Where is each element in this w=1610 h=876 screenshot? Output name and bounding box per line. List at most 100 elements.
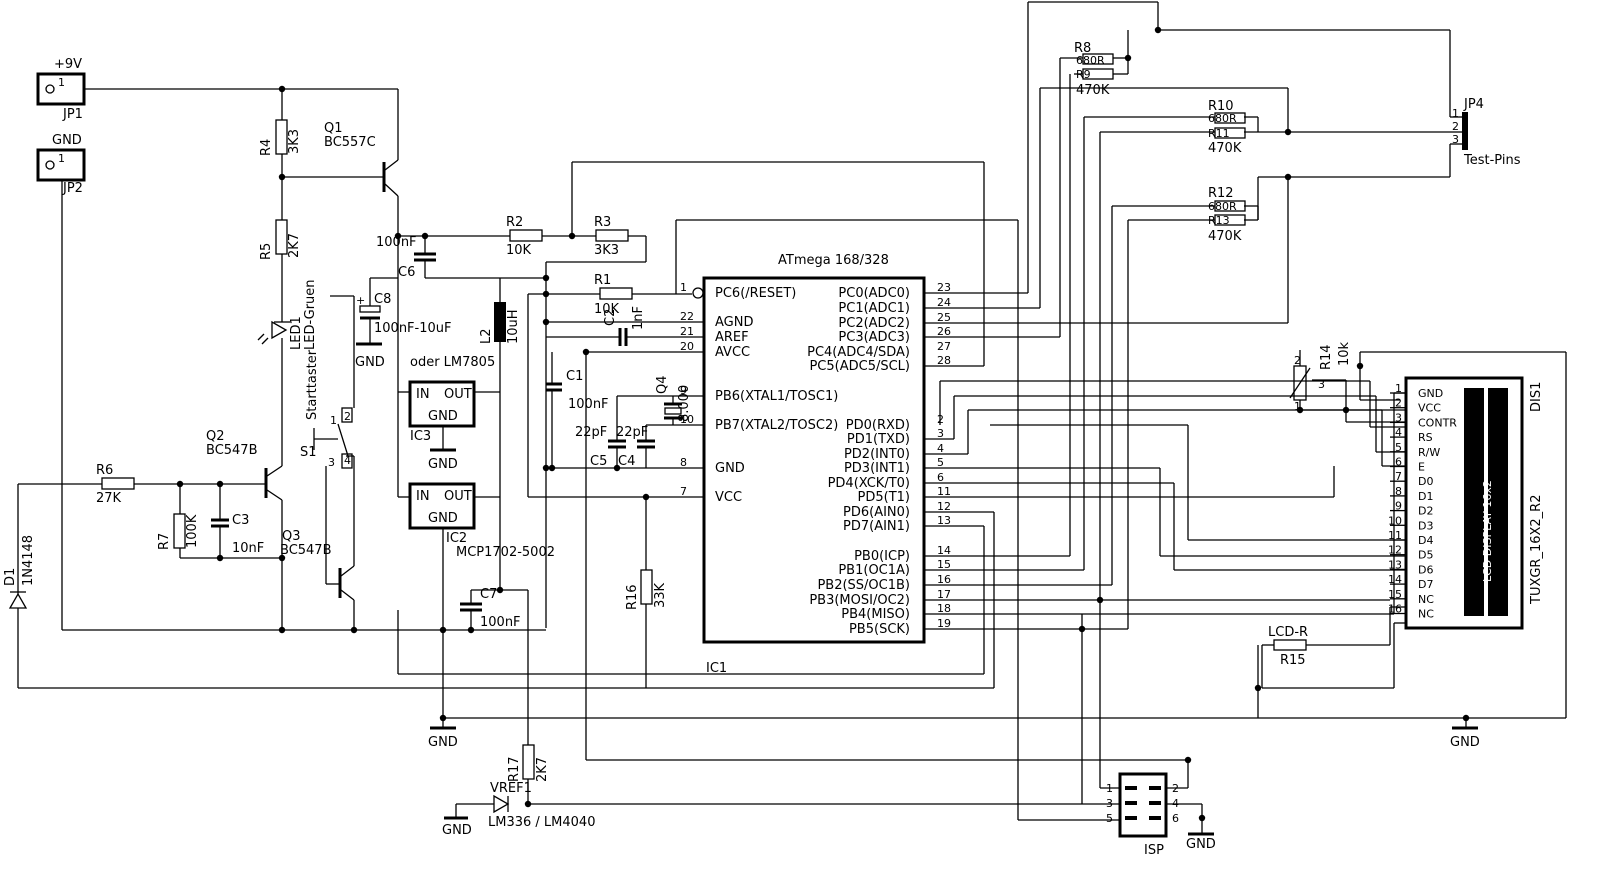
lcd-pin-name: D5	[1418, 549, 1433, 562]
mcu-ref: IC1	[706, 661, 727, 676]
svg-text:1: 1	[1294, 400, 1301, 413]
junction-dot	[350, 626, 358, 634]
junction-dot	[613, 464, 621, 472]
mcu-right-pin-number: 11	[937, 485, 951, 498]
vref1-value: LM336 / LM4040	[488, 815, 595, 830]
c5-value: 22pF	[575, 425, 607, 440]
r2-value: 10K	[506, 243, 532, 258]
mcu-ic1: ATmega 168/328 IC1 PC6(/RESET)1AGND22ARE…	[680, 253, 951, 676]
jp2-pin: 1	[58, 152, 65, 165]
s1-pin2: 2	[344, 410, 351, 423]
c7-value: 100nF	[480, 615, 521, 630]
mcu-right-pin-name: PC4(ADC4/SDA)	[807, 345, 910, 360]
lcd-pin-number: 11	[1388, 529, 1402, 542]
mcu-right-pin-name: PC3(ADC3)	[838, 330, 910, 345]
mcu-right-pin-number: 6	[937, 471, 944, 484]
junction-dot	[524, 800, 532, 808]
d1-value: 1N4148	[21, 535, 36, 586]
resistor-r16: R16 33K	[625, 569, 668, 610]
r11-ref: R11	[1208, 127, 1230, 140]
mcu-right-pin-name: PD0(RXD)	[846, 418, 910, 433]
r8-value: 680R	[1076, 54, 1105, 67]
r15-ref: R15	[1280, 653, 1306, 668]
regulator-ic2: IN OUT GND IC2 MCP1702-5002	[408, 482, 555, 560]
s1-pin1: 1	[330, 414, 337, 427]
c4-value: 22pF	[616, 425, 648, 440]
jp4-pin2: 2	[1452, 120, 1459, 133]
r7-value: 100K	[185, 514, 200, 548]
mcu-right-pin-number: 5	[937, 456, 944, 469]
jp1-pin: 1	[58, 76, 65, 89]
capacitor-c4: 22pF C4	[616, 425, 655, 469]
mcu-right-pin-number: 25	[937, 311, 951, 324]
lcd-pin-name: D2	[1418, 505, 1433, 518]
r17-ref: R17	[507, 756, 522, 782]
junction-dot	[439, 714, 447, 722]
connector-isp: 1 2 3 4 5 6 ISP	[1106, 772, 1179, 858]
junction-dot	[1124, 54, 1132, 62]
mcu-right-pin-number: 14	[937, 544, 951, 557]
mcu-right-pin-name: PC0(ADC0)	[838, 286, 910, 301]
lcd-pin-number: 8	[1395, 485, 1402, 498]
jp2-label: GND	[52, 133, 82, 148]
vref-vref1: VREF1 LM336 / LM4040	[488, 781, 595, 830]
ground-symbol-3: GND	[428, 726, 458, 750]
q4-ref: Q4	[655, 375, 670, 394]
junction-dot	[216, 554, 224, 562]
mcu-right-pin-number: 4	[937, 442, 944, 455]
junction-dot	[1198, 814, 1206, 822]
ic3-in: IN	[416, 387, 430, 402]
r13-ref: R13	[1208, 214, 1230, 227]
c3-value: 10nF	[232, 541, 264, 556]
mcu-title: ATmega 168/328	[778, 253, 889, 268]
connector-jp1: +9V 1 JP1	[36, 57, 86, 122]
isp-pin6: 6	[1172, 812, 1179, 825]
r12-value: 680R	[1208, 200, 1237, 213]
mcu-right-pin-number: 19	[937, 617, 951, 630]
transistor-q2: Q2 BC547B	[206, 429, 283, 501]
gnd-label-3: GND	[428, 735, 458, 750]
mcu-right-pin-number: 24	[937, 296, 951, 309]
lcd-pin-number: 10	[1388, 514, 1402, 527]
mcu-right-pin-name: PB5(SCK)	[849, 622, 910, 637]
ground-symbol-4: GND	[442, 816, 472, 838]
mcu-right-pin-name: PD4(XCK/T0)	[828, 476, 910, 491]
junction-dot	[1096, 596, 1104, 604]
r10-ref: R10	[1208, 99, 1234, 114]
mcu-left-pin-name: AVCC	[715, 345, 750, 360]
junction-dot	[1356, 362, 1364, 370]
lcd-pin-number: 15	[1388, 588, 1402, 601]
lcd-pin-number: 3	[1395, 411, 1402, 424]
ic2-out: OUT	[444, 489, 472, 504]
mcu-right-pin-name: PD1(TXD)	[847, 432, 910, 447]
mcu-left-pin-number: 1	[680, 281, 687, 294]
d1-ref: D1	[3, 568, 18, 586]
mcu-left-pin-name: PC6(/RESET)	[715, 286, 796, 301]
lcd-pin-name: VCC	[1418, 402, 1441, 415]
mcu-right-pin-number: 23	[937, 281, 951, 294]
isp-pin4: 4	[1172, 797, 1179, 810]
mcu-right-pin-name: PD6(AIN0)	[843, 505, 910, 520]
jp2-ref: JP2	[62, 181, 83, 196]
lcd-pin-name: E	[1418, 461, 1425, 474]
mcu-right-pin-name: PD2(INT0)	[844, 447, 910, 462]
s1-pin4: 4	[344, 454, 351, 467]
lcd-pin-number: 1	[1395, 382, 1402, 395]
mcu-right-pin-name: PB4(MISO)	[841, 607, 910, 622]
mcu-right-pin-name: PC5(ADC5/SCL)	[809, 359, 910, 374]
c1-value: 100nF	[568, 397, 609, 412]
resistor-r17: R17 2K7	[507, 744, 550, 782]
mcu-left-pin-number: 22	[680, 310, 694, 323]
mcu-pins: PC6(/RESET)1AGND22AREF21AVCC20PB6(XTAL1/…	[680, 281, 951, 637]
mcu-left-pin-number: 8	[680, 456, 687, 469]
mcu-right-pin-number: 27	[937, 340, 951, 353]
r6-ref: R6	[96, 463, 113, 478]
jp4-label: Test-Pins	[1463, 153, 1521, 168]
c2-value: 1nF	[631, 306, 646, 330]
mcu-left-pin-number: 21	[680, 325, 694, 338]
mcu-left-pin-name: GND	[715, 461, 745, 476]
mcu-left-pin-number: 7	[680, 485, 687, 498]
junction-dot	[439, 626, 447, 634]
resistor-r7: R7 100K	[157, 513, 200, 550]
